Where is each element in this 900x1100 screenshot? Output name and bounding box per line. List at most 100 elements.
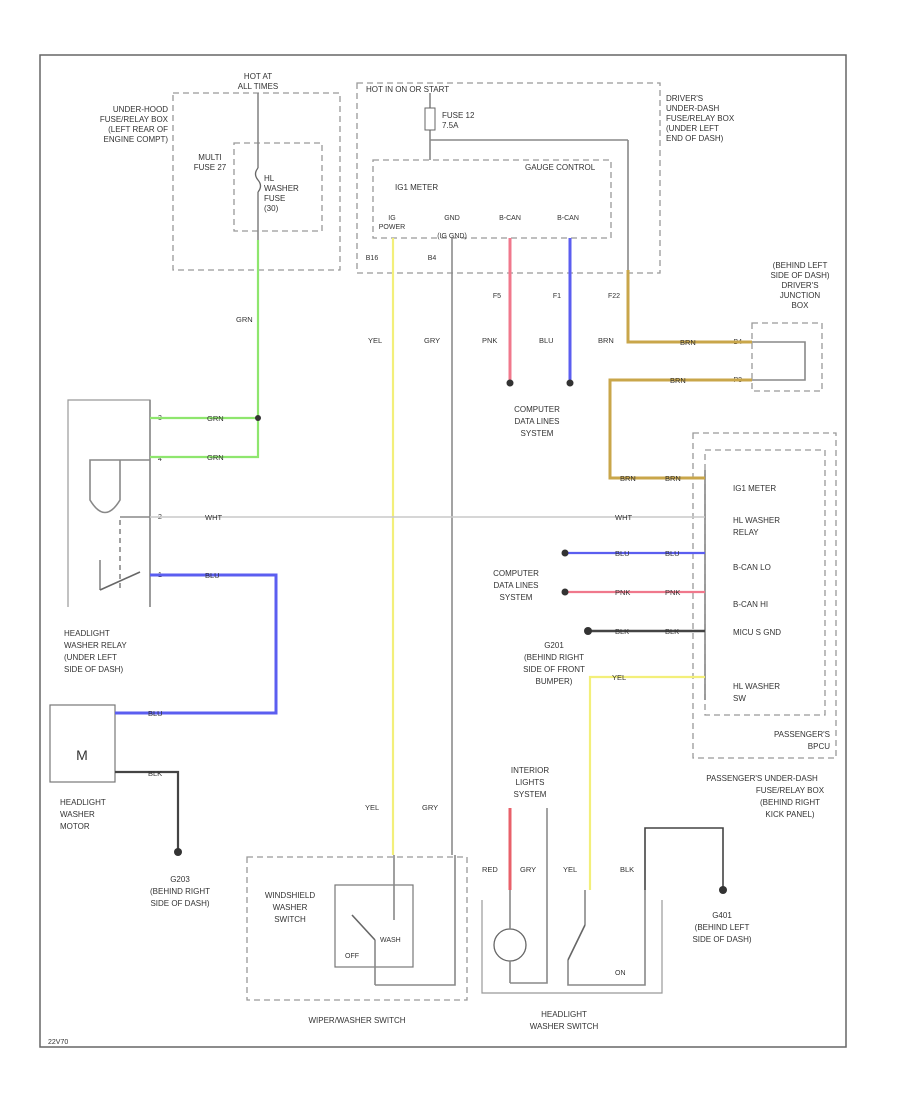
- g203-line-2: (BEHIND RIGHT: [150, 887, 210, 896]
- passengers-short-line-2: BPCU: [808, 742, 830, 751]
- meter-pin-bcan-h: B-CAN: [499, 215, 521, 222]
- pcu-item-micu-s-gnd: MICU S GND: [733, 628, 781, 637]
- pcu-item-hl-washer-relay-1: HL WASHER: [733, 516, 780, 525]
- drivers-box-line-3: FUSE/RELAY BOX: [666, 114, 735, 123]
- fuse-12-line-1: FUSE 12: [442, 111, 475, 120]
- windshield-switch-line-1: WINDSHIELD: [265, 891, 315, 900]
- wire-label-brn-lower-2: BRN: [665, 474, 681, 483]
- hl-washer-fuse-line-2: WASHER: [264, 184, 299, 193]
- headlight-washer-relay: 3 4 2 1 HEADLIGHT WASHER RELAY (UNDER LE…: [64, 399, 162, 674]
- wire-label-brn-p3: BRN: [670, 376, 686, 385]
- hot-at-all-times-line-1: HOT AT: [244, 72, 272, 81]
- headlight-switch-line-2: WASHER SWITCH: [530, 1022, 599, 1031]
- gauge-control-label: GAUGE CONTROL: [525, 163, 596, 172]
- passengers-box-line-2: FUSE/RELAY BOX: [756, 786, 825, 795]
- relay-label-line-4: SIDE OF DASH): [64, 665, 123, 674]
- wire-label-red: RED: [482, 865, 498, 874]
- pin-f1: F1: [553, 293, 561, 300]
- on-label: ON: [615, 970, 626, 977]
- pin-f5: F5: [493, 293, 501, 300]
- wire-brn-f22: [626, 270, 752, 344]
- g201-line-1: G201: [544, 641, 564, 650]
- wire-label-wht-right: WHT: [615, 513, 632, 522]
- wire-brn-p3: [608, 378, 752, 480]
- wire-label-brn-b4: BRN: [680, 338, 696, 347]
- passengers-box-line-3: (BEHIND RIGHT: [760, 798, 820, 807]
- terminal-blu: [566, 379, 574, 387]
- wire-blk-g401: [644, 827, 724, 890]
- wire-grn-fuse: [150, 240, 260, 459]
- gauge-control-unit: [372, 159, 612, 239]
- g201-line-4: BUMPER): [536, 677, 573, 686]
- headlight-switch-line-1: HEADLIGHT: [541, 1010, 587, 1019]
- wiper-washer-switch: WINDSHIELD WASHER SWITCH OFF WASH WIPER/…: [246, 855, 468, 1025]
- interior-lights-line-2: LIGHTS: [516, 778, 545, 787]
- footer-code: 22V70: [48, 1039, 68, 1046]
- hl-washer-fuse-line-1: HL: [264, 174, 275, 183]
- splice-dot: [255, 415, 261, 421]
- wire-label-blu-upper: BLU: [539, 336, 554, 345]
- under-hood-box-line-4: ENGINE COMPT): [104, 135, 169, 144]
- wire-label-grn-pin4: GRN: [207, 453, 224, 462]
- pin-b4: B4: [428, 255, 437, 262]
- passengers-box-line-1: PASSENGER'S UNDER-DASH: [706, 774, 818, 783]
- indicator-lamp: [493, 928, 527, 962]
- wire-label-blu-motor: BLU: [148, 709, 163, 718]
- hot-at-all-times-line-2: ALL TIMES: [238, 82, 278, 91]
- pcu-item-bcan-lo: B-CAN LO: [733, 563, 771, 572]
- fuse-12-line-2: 7.5A: [442, 121, 459, 130]
- pcu-item-hl-washer-relay-2: RELAY: [733, 528, 759, 537]
- g203-line-3: SIDE OF DASH): [150, 899, 209, 908]
- relay-pin-4: 4: [158, 456, 162, 463]
- windshield-switch-contact: [351, 914, 376, 941]
- g401-line-1: G401: [712, 911, 732, 920]
- relay-label-line-1: HEADLIGHT: [64, 629, 110, 638]
- wire-label-blu-relay: BLU: [205, 571, 220, 580]
- hot-run-start-label: HOT IN ON OR START: [366, 85, 449, 94]
- wire-label-yel-switch: YEL: [563, 865, 577, 874]
- pcu-item-bcan-hi: B-CAN HI: [733, 600, 768, 609]
- drivers-junction-line-5: BOX: [792, 301, 810, 310]
- wire-label-gry-upper: GRY: [424, 336, 440, 345]
- relay-switch-contact: [99, 571, 141, 591]
- motor-label-line-2: WASHER: [60, 810, 95, 819]
- computer-data-1-line-1: COMPUTER: [514, 405, 560, 414]
- meter-pin-bcan-l: B-CAN: [557, 215, 579, 222]
- headlight-washer-switch: ON HEADLIGHT WASHER SWITCH G401 (BEHIND …: [481, 890, 752, 1031]
- drivers-junction-line-3: DRIVER'S: [781, 281, 818, 290]
- under-hood-box-line-3: (LEFT REAR OF: [108, 125, 168, 134]
- wiper-washer-switch-label: WIPER/WASHER SWITCH: [308, 1016, 405, 1025]
- pcu-item-ig1-meter: IG1 METER: [733, 484, 776, 493]
- wire-label-pnk-bpcu: PNK: [615, 588, 630, 597]
- pcu-item-hl-washer-sw-2: SW: [733, 694, 746, 703]
- headlight-switch-bracket: [481, 900, 663, 994]
- motor-label-line-1: HEADLIGHT: [60, 798, 106, 807]
- meter-pin-ig-power-2: POWER: [379, 224, 405, 231]
- windshield-switch-line-2: WASHER: [273, 903, 308, 912]
- motor-symbol: M: [76, 747, 88, 763]
- drivers-junction-box: (BEHIND LEFT SIDE OF DASH) DRIVER'S JUNC…: [733, 261, 830, 392]
- drivers-box-line-2: UNDER-DASH: [666, 104, 720, 113]
- pin-f22: F22: [608, 293, 620, 300]
- headlight-washer-motor: M HEADLIGHT WASHER MOTOR G203 (BEHIND RI…: [49, 704, 210, 908]
- multi-fuse-line-1: MULTI: [198, 153, 221, 162]
- windshield-switch-line-3: SWITCH: [274, 915, 306, 924]
- drivers-junction-line-1: (BEHIND LEFT: [773, 261, 828, 270]
- wire-label-grn-vertical: GRN: [236, 315, 253, 324]
- diagram-border: [39, 54, 847, 1048]
- under-hood-box-line-1: UNDER-HOOD: [113, 105, 168, 114]
- relay-label-line-3: (UNDER LEFT: [64, 653, 117, 662]
- computer-data-2-line-1: COMPUTER: [493, 569, 539, 578]
- wire-label-brn-lower-1: BRN: [620, 474, 636, 483]
- drivers-junction-line-2: SIDE OF DASH): [770, 271, 829, 280]
- meter-pin-gnd-1: GND: [444, 215, 460, 222]
- wire-label-yel-bpcu: YEL: [612, 673, 626, 682]
- hl-washer-fuse-line-3: FUSE: [264, 194, 285, 203]
- pin-b16: B16: [366, 255, 379, 262]
- g401-line-2: (BEHIND LEFT: [695, 923, 750, 932]
- wire-label-yel-lower: YEL: [365, 803, 379, 812]
- wire-label-grn-pin3: GRN: [207, 414, 224, 423]
- meter-pin-ig-power-1: IG: [388, 215, 395, 222]
- wire-label-blu-bpcu: BLU: [615, 549, 630, 558]
- wire-label-blk-bpcu-2: BLK: [665, 627, 679, 636]
